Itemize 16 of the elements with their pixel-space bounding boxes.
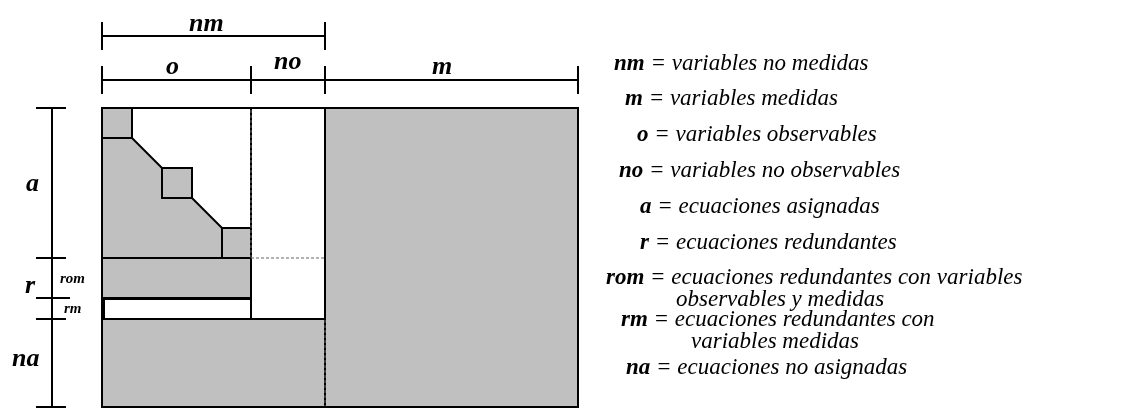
- dimension-label: o: [166, 53, 179, 79]
- dimension-label: na: [12, 345, 40, 371]
- dimension-label: nm: [189, 10, 224, 36]
- dimension-label: rom: [60, 271, 85, 286]
- definition-text: na = ecuaciones no asignadas: [626, 356, 908, 378]
- dimension-label: a: [26, 170, 39, 196]
- dimension-label: m: [432, 53, 453, 79]
- definition-text: m = variables medidas: [625, 87, 838, 109]
- definition-text: r = ecuaciones redundantes: [640, 231, 897, 253]
- definition-text: no = variables no observables: [619, 159, 901, 181]
- definition-text: a = ecuaciones asignadas: [640, 195, 880, 217]
- dimension-label: r: [25, 272, 36, 298]
- dimension-label: rm: [64, 301, 82, 316]
- definition-text: o = variables observables: [637, 123, 877, 145]
- definition-text: nm = variables no medidas: [614, 52, 869, 74]
- dimension-label: no: [274, 48, 302, 74]
